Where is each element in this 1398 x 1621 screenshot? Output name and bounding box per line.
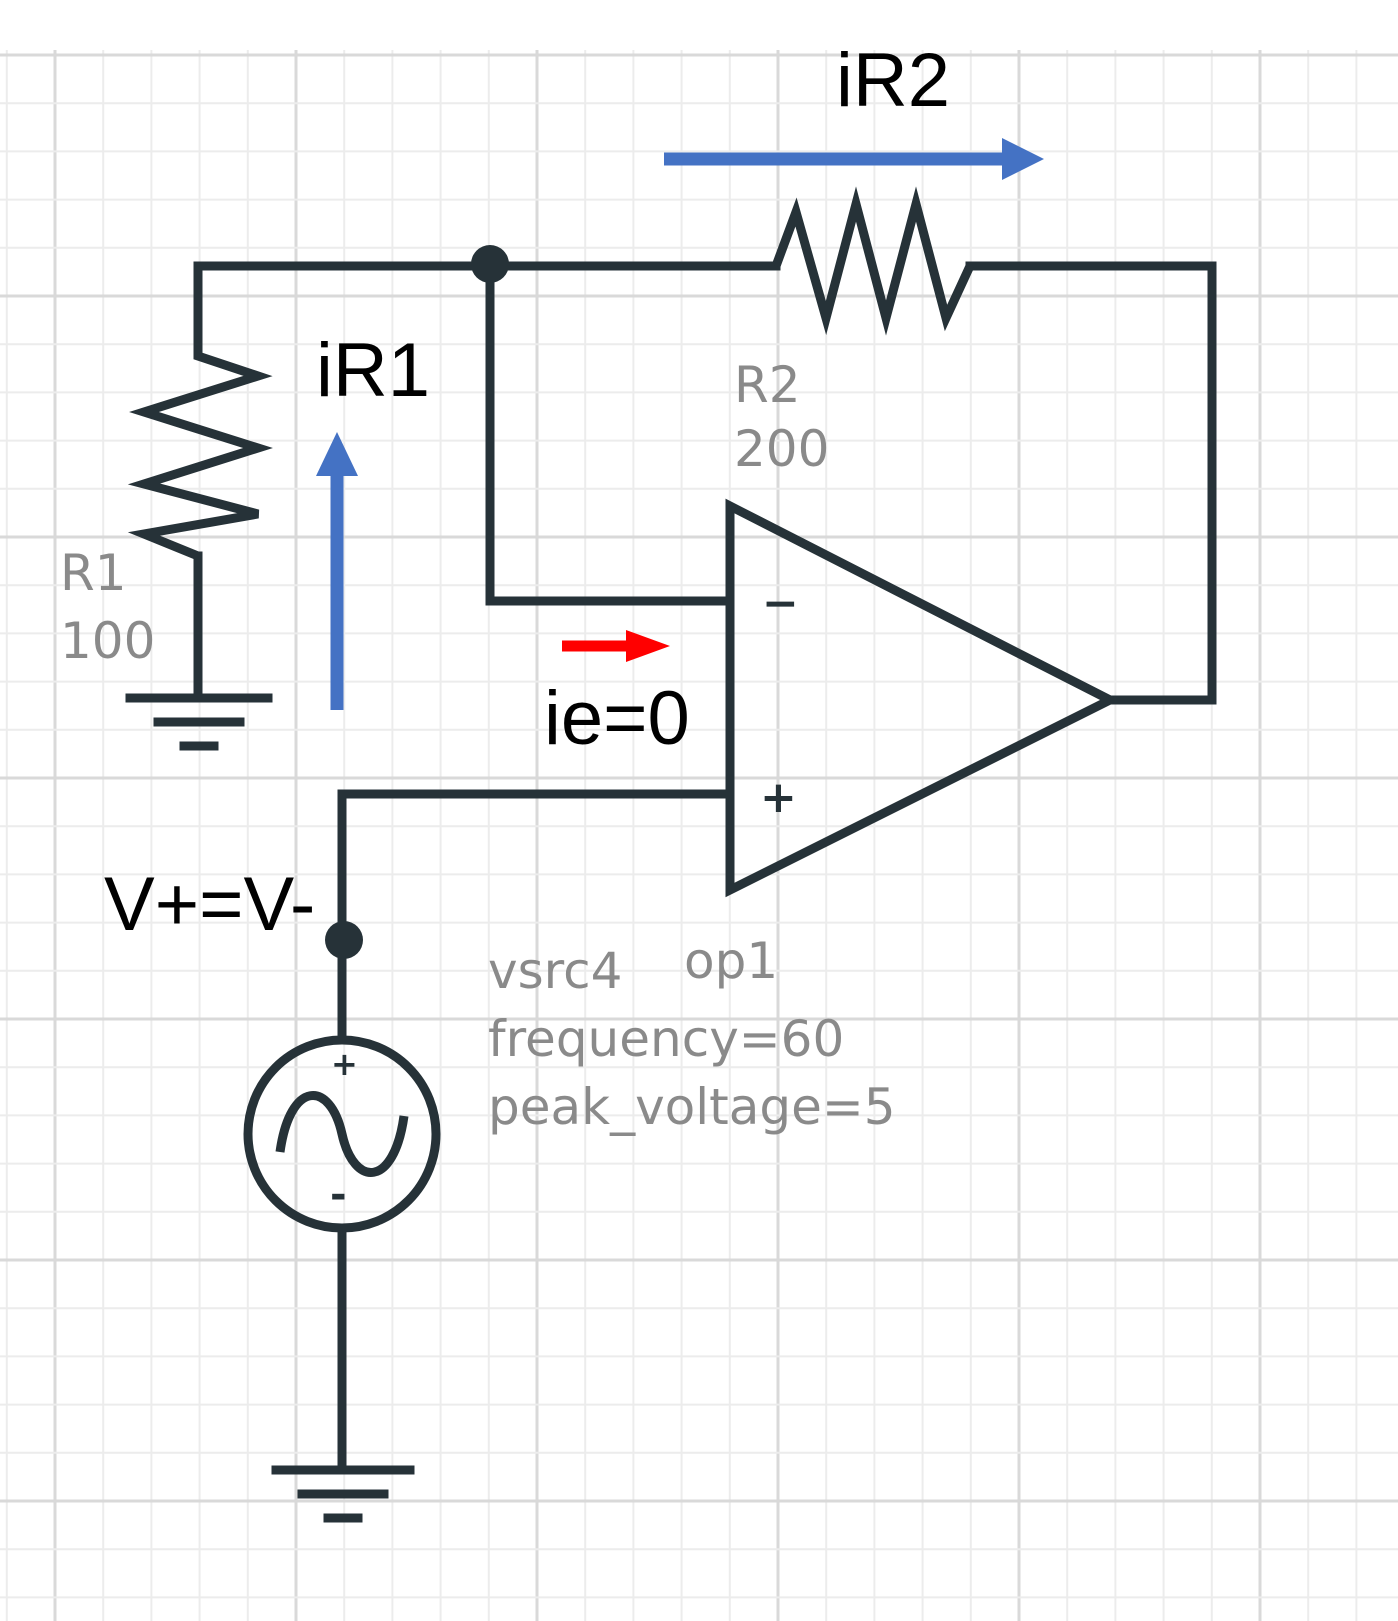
- r1-ground-icon: [125, 693, 273, 751]
- opamp-name-label: op1: [684, 932, 778, 990]
- r2-resistor: [771, 186, 975, 336]
- sine-wave-icon: [275, 1091, 409, 1177]
- ir2-label: iR2: [836, 38, 950, 123]
- source-name-label: vsrc4: [488, 942, 622, 1000]
- opamp-plus-sign: +: [760, 772, 797, 823]
- opamp-triangle: [725, 498, 1120, 898]
- source-ground-icon: [271, 1465, 415, 1523]
- source-plus-sign: +: [331, 1045, 358, 1083]
- source-peak-voltage-label: peak_voltage=5: [488, 1078, 896, 1136]
- vplus-vminus-label: V+=V-: [104, 862, 315, 947]
- ac-voltage-source-icon: [243, 1035, 441, 1233]
- wires: [193, 261, 1217, 1473]
- r1-value-label: 100: [60, 612, 155, 670]
- junction-node-source: [325, 921, 363, 959]
- grid: [0, 50, 1398, 1621]
- r1-name-label: R1: [60, 544, 127, 602]
- wire-node-to-inverting: [485, 261, 735, 606]
- wire-top-left: [193, 261, 495, 335]
- ir1-label: iR1: [316, 328, 430, 413]
- ie-arrow-icon: [562, 630, 670, 662]
- source-minus-sign: -: [330, 1172, 347, 1218]
- r2-value-label: 200: [734, 420, 829, 478]
- opamp-minus-sign: −: [762, 578, 799, 629]
- r2-name-label: R2: [734, 356, 801, 414]
- ir1-arrow-icon: [316, 432, 358, 710]
- ie-label: ie=0: [544, 676, 690, 761]
- wire-r2-to-output: [965, 261, 1217, 705]
- r1-resistor: [127, 330, 273, 561]
- source-frequency-label: frequency=60: [488, 1010, 844, 1068]
- ir2-arrow-icon: [664, 138, 1044, 180]
- junction-node-top: [471, 245, 509, 283]
